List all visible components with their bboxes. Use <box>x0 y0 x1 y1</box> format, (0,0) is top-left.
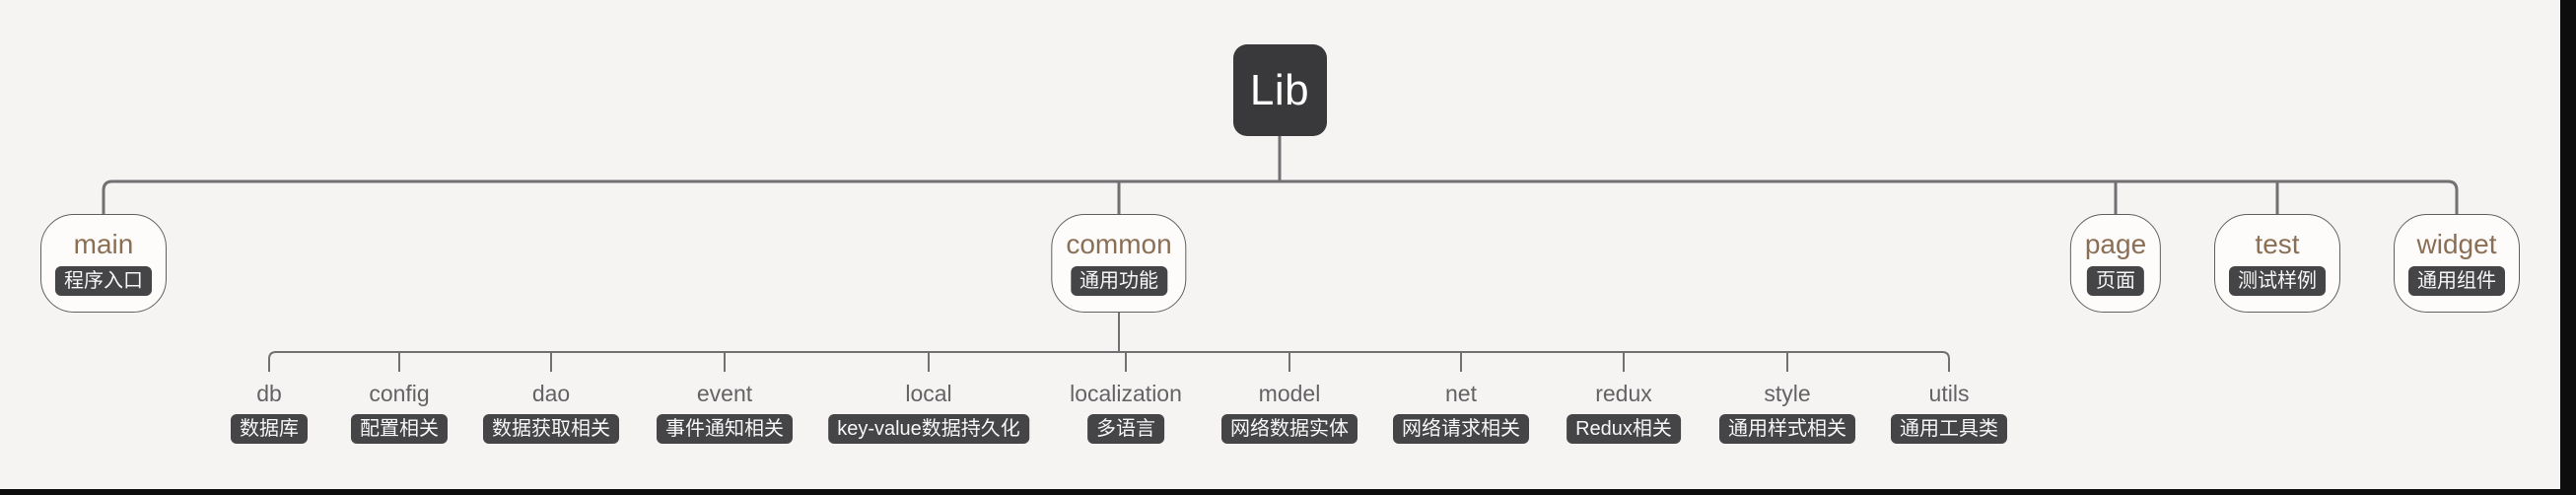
leaf-node-badge: 多语言 <box>1086 414 1164 444</box>
leaf-node-model[interactable]: model 网络数据实体 <box>1221 383 1358 444</box>
branch-node-test[interactable]: test 测试样例 <box>2214 214 2340 313</box>
leaf-node-local[interactable]: local key-value数据持久化 <box>828 383 1029 444</box>
branch-node-title: main <box>73 229 134 259</box>
leaf-node-net[interactable]: net 网络请求相关 <box>1393 383 1529 444</box>
leaf-node-badge: 数据获取相关 <box>483 414 619 444</box>
leaf-node-label: localization <box>1070 381 1182 406</box>
leaf-node-badge: 事件通知相关 <box>657 414 793 444</box>
branch-node-title: test <box>2255 229 2300 259</box>
leaf-node-badge: 网络请求相关 <box>1393 414 1529 444</box>
branch-node-badge: 通用功能 <box>1071 266 1167 296</box>
leaf-node-utils[interactable]: utils 通用工具类 <box>1891 383 2007 444</box>
branch-node-title: common <box>1066 229 1172 259</box>
canvas-edge-bottom <box>0 489 2576 495</box>
leaf-node-badge: 配置相关 <box>351 414 448 444</box>
leaf-node-label: event <box>696 381 753 406</box>
branch-node-title: page <box>2084 229 2147 259</box>
leaf-node-db[interactable]: db 数据库 <box>231 383 308 444</box>
branch-node-badge: 程序入口 <box>55 266 152 296</box>
branch-node-title: widget <box>2416 229 2497 259</box>
leaf-node-label: net <box>1445 381 1477 406</box>
leaf-node-dao[interactable]: dao 数据获取相关 <box>483 383 619 444</box>
leaf-node-label: utils <box>1928 381 1970 406</box>
leaf-node-badge: 数据库 <box>231 414 308 444</box>
leaf-node-label: dao <box>531 381 571 406</box>
leaf-node-label: local <box>905 381 952 406</box>
branch-node-common[interactable]: common 通用功能 <box>1051 214 1187 313</box>
leaf-node-badge: Redux相关 <box>1566 414 1681 444</box>
branch-node-badge: 页面 <box>2086 266 2144 296</box>
branch-node-widget[interactable]: widget 通用组件 <box>2394 214 2520 313</box>
leaf-node-badge: 网络数据实体 <box>1221 414 1358 444</box>
leaf-node-label: model <box>1258 381 1321 406</box>
leaf-node-label: redux <box>1595 381 1652 406</box>
leaf-node-style[interactable]: style 通用样式相关 <box>1719 383 1855 444</box>
leaf-node-label: style <box>1764 381 1811 406</box>
canvas-edge-right <box>2560 0 2576 495</box>
leaf-node-badge: 通用工具类 <box>1891 414 2007 444</box>
leaf-node-localization[interactable]: localization 多语言 <box>1070 383 1182 444</box>
leaf-node-label: config <box>369 381 430 406</box>
branch-node-badge: 测试样例 <box>2229 266 2326 296</box>
branch-node-page[interactable]: page 页面 <box>2069 214 2162 313</box>
leaf-node-badge: 通用样式相关 <box>1719 414 1855 444</box>
leaf-node-badge: key-value数据持久化 <box>828 414 1029 444</box>
leaf-node-config[interactable]: config 配置相关 <box>351 383 448 444</box>
leaf-node-event[interactable]: event 事件通知相关 <box>657 383 793 444</box>
branch-node-main[interactable]: main 程序入口 <box>40 214 167 313</box>
leaf-node-label: db <box>256 381 282 406</box>
root-node-lib[interactable]: Lib <box>1232 44 1327 136</box>
branch-node-badge: 通用组件 <box>2408 266 2505 296</box>
root-node-label: Lib <box>1249 65 1310 114</box>
